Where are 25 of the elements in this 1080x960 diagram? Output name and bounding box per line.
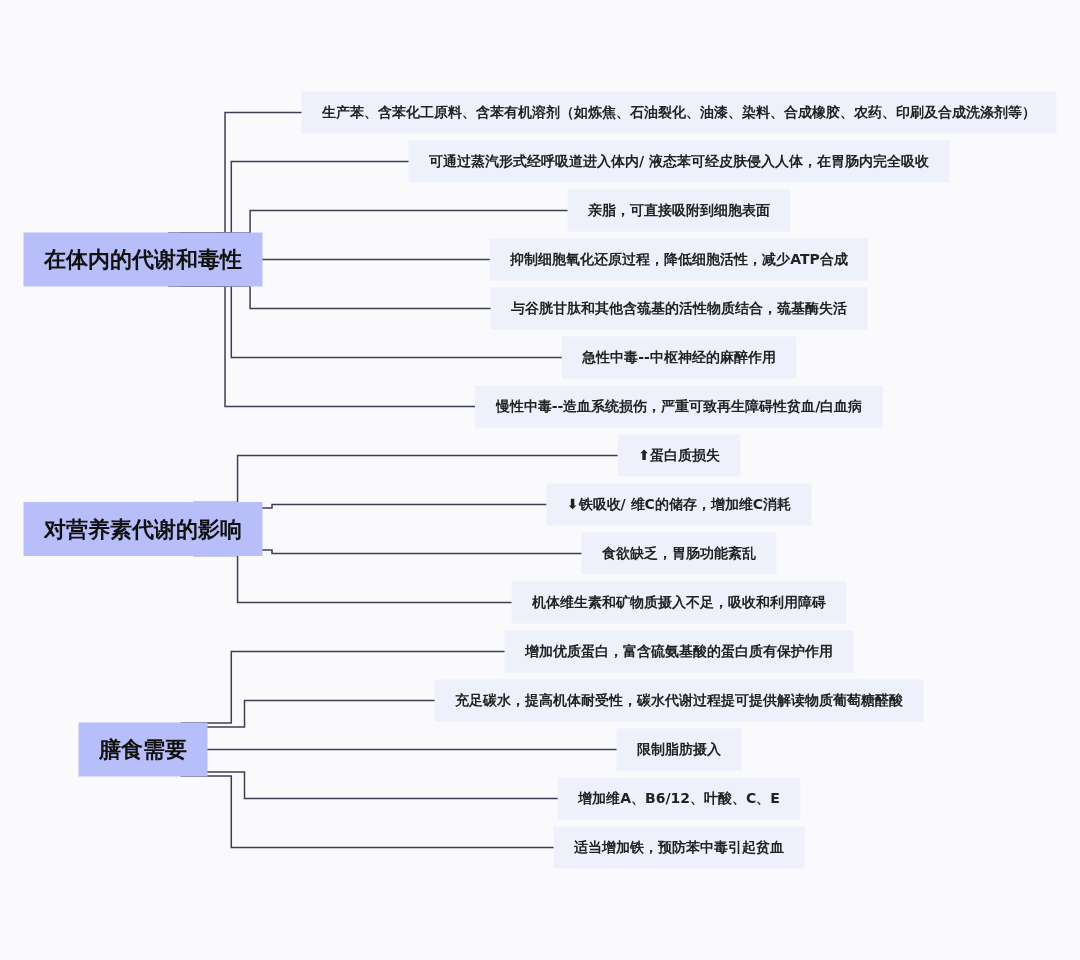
node-box: 在体内的代谢和毒性 [23,232,263,287]
node-box: 增加优质蛋白，富含硫氨基酸的蛋白质有保护作用 [504,630,854,673]
connector [261,549,583,555]
node-box: 对营养素代谢的影响 [23,502,263,556]
node-box: ⬆蛋白质损失 [617,434,741,477]
node-box: 充足碳水，提高机体耐受性，碳水代谢过程提可提供解读物质葡萄糖醛酸 [434,679,924,722]
node-box: 亲脂，可直接吸附到细胞表面 [567,189,791,232]
node-box: 慢性中毒--造血系统损伤，严重可致再生障碍性贫血/白血病 [475,385,883,428]
node-box: 限制脂肪摄入 [616,728,742,771]
node-box: 机体维生素和矿物质摄入不足，吸收和利用障碍 [511,581,847,624]
node-box: 急性中毒--中枢神经的麻醉作用 [561,336,797,379]
node-box: 抑制细胞氧化还原过程，降低细胞活性，减少ATP合成 [489,238,869,281]
node-box: 与谷胱甘肽和其他含巯基的活性物质结合，巯基酶失活 [490,287,868,330]
node-box: ⬇铁吸收/ 维C的储存，增加维C消耗 [546,483,812,526]
connector [261,258,491,261]
connector [206,699,436,728]
connector [206,748,618,751]
connector [261,503,548,509]
connector [206,771,559,800]
node-box: 生产苯、含苯化工原料、含苯有机溶剂（如炼焦、石油裂化、油漆、染料、合成橡胶、农药、印刷及合成洗涤剂等） [301,91,1057,134]
node-box: 增加维A、B6/12、叶酸、C、E [557,777,801,820]
node-box: 适当增加铁，预防苯中毒引起贫血 [553,826,805,869]
node-box: 可通过蒸汽形式经呼吸道进入体内/ 液态苯可经皮肤侵入人体，在胃肠内完全吸收 [408,140,950,183]
node-box: 食欲缺乏，胃肠功能紊乱 [581,532,777,575]
node-box: 膳食需要 [78,722,208,777]
